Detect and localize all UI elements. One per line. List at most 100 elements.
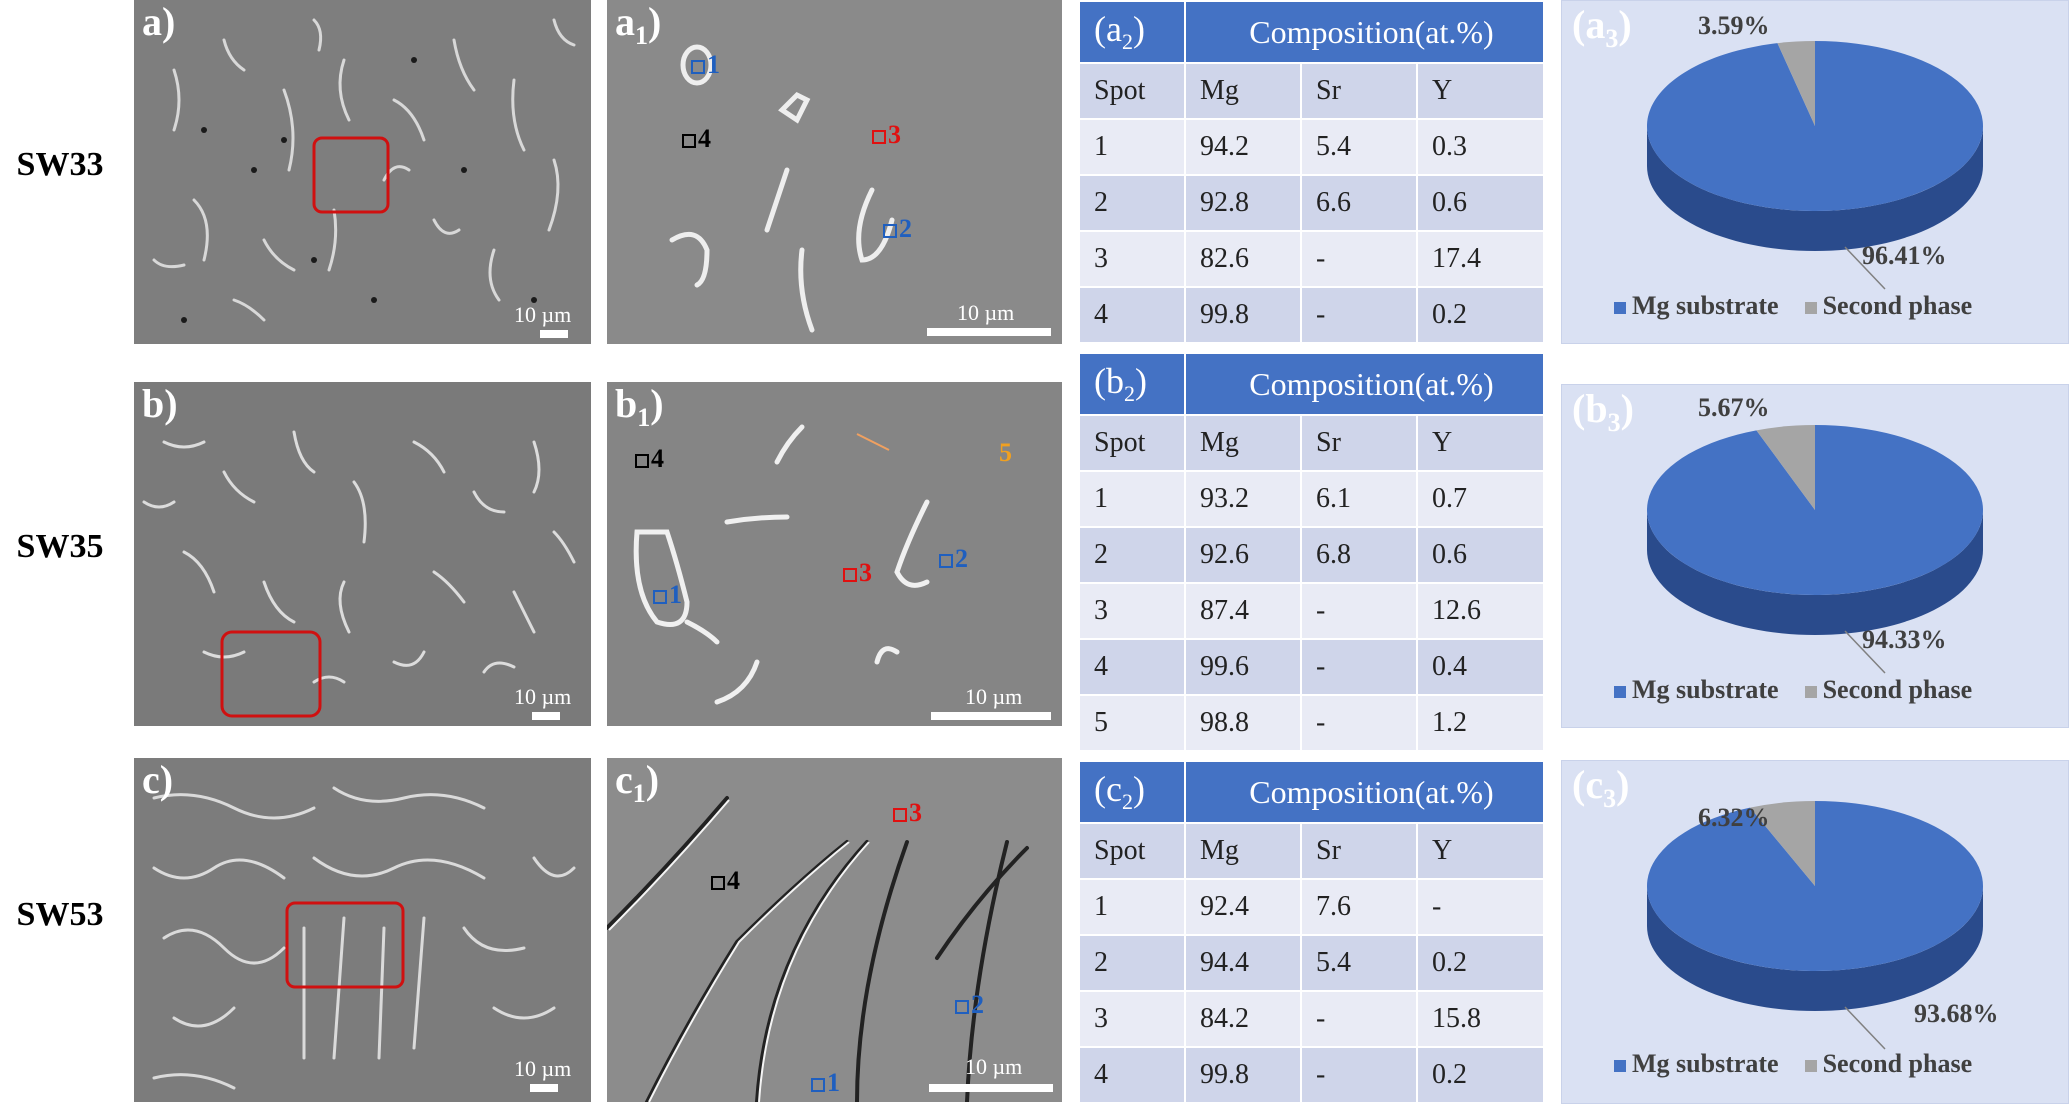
sem-microstructure-b [134, 382, 591, 726]
pie-side-wall [1647, 126, 1983, 251]
spot-b1-4: 4 [635, 444, 664, 474]
panel-label-c1: c1) [615, 758, 660, 808]
pie-pct-second-b3: 5.67% [1698, 393, 1770, 422]
table-cell: 6.6 [1301, 174, 1418, 231]
pie-pct-mg-a3: 96.41% [1862, 241, 1947, 270]
col-header: Sr [1301, 62, 1418, 119]
spot-b1-3: 3 [843, 558, 872, 588]
table-cell: 92.8 [1185, 174, 1302, 231]
table-header-c2: Composition(at.%) [1185, 760, 1545, 823]
table-cell: 12.6 [1417, 582, 1545, 639]
table-cell: - [1301, 286, 1418, 342]
col-header: Sr [1301, 822, 1418, 879]
table-cell: 92.4 [1185, 878, 1302, 935]
scale-bar-a1 [927, 328, 1051, 336]
legend-swatch-mg [1614, 302, 1626, 315]
col-header: Y [1417, 822, 1545, 879]
col-header: Sr [1301, 414, 1418, 471]
legend-swatch-mg [1614, 686, 1626, 699]
pie-slice-second-phase [1756, 425, 1815, 510]
pie-chart-c3 [1647, 801, 1983, 1050]
scale-bar-c [530, 1084, 558, 1092]
pie-pct-mg-c3: 93.68% [1914, 999, 1999, 1028]
scale-bar-b [532, 712, 560, 720]
table-cell: 92.6 [1185, 526, 1302, 583]
table-cell: 84.2 [1185, 990, 1302, 1047]
col-header: Mg [1185, 62, 1302, 119]
scale-bar-a [540, 330, 568, 338]
pie-label-c3: (c3) [1572, 762, 1630, 813]
pie-leader-line [1844, 630, 1886, 674]
table-cell: 0.3 [1417, 118, 1545, 175]
table-cell: 17.4 [1417, 230, 1545, 287]
table-cell: 98.8 [1185, 694, 1302, 750]
spot-b1-1: 1 [653, 580, 682, 610]
panel-label-b: b) [142, 382, 178, 426]
row-label-sw53: SW53 [16, 896, 104, 933]
pie-pct-second-a3: 3.59% [1698, 11, 1770, 40]
pie-slice-second-phase [1777, 41, 1815, 126]
table-label-c2: (c2) [1080, 760, 1186, 823]
pie-chart-b3 [1647, 425, 1983, 674]
table-cell: 7.6 [1301, 878, 1418, 935]
legend-swatch-mg [1614, 1060, 1626, 1073]
table-cell: 6.1 [1301, 470, 1418, 527]
table-cell: 5.4 [1301, 118, 1418, 175]
table-cell: 0.6 [1417, 174, 1545, 231]
table-cell: - [1301, 230, 1418, 287]
table-cell: 5 [1080, 694, 1186, 750]
table-cell: - [1301, 990, 1418, 1047]
table-cell: 0.4 [1417, 638, 1545, 695]
sem-zoom-microstructure-a1 [607, 0, 1062, 344]
spot-a1-3: 3 [872, 120, 901, 150]
sem-zoom-c1: c1) 3 4 2 1 10 µm [607, 758, 1062, 1102]
table-cell: 82.6 [1185, 230, 1302, 287]
table-cell: - [1417, 878, 1545, 935]
col-header: Spot [1080, 414, 1186, 471]
pie-label-a3: (a3) [1572, 2, 1632, 53]
table-cell: 99.6 [1185, 638, 1302, 695]
col-header: Y [1417, 62, 1545, 119]
sem-image-b: b) 10 µm [134, 382, 591, 726]
spot-b1-5: 5 [999, 438, 1012, 467]
table-cell: 2 [1080, 934, 1186, 991]
pie-pct-mg-b3: 94.33% [1862, 625, 1947, 654]
sem-microstructure-a [134, 0, 591, 344]
table-cell: 0.2 [1417, 1046, 1545, 1102]
table-cell: 6.8 [1301, 526, 1418, 583]
panel-label-b1: b1) [615, 382, 664, 432]
scale-bar-b1 [931, 712, 1051, 720]
spot-c1-1: 1 [811, 1068, 840, 1098]
table-cell: 4 [1080, 638, 1186, 695]
table-cell: 1.2 [1417, 694, 1545, 750]
table-cell: - [1301, 582, 1418, 639]
table-cell: 0.2 [1417, 286, 1545, 342]
table-cell: 2 [1080, 526, 1186, 583]
row-label-sw35: SW35 [16, 528, 104, 565]
col-header: Spot [1080, 62, 1186, 119]
table-cell: 94.2 [1185, 118, 1302, 175]
scale-bar-c1 [929, 1084, 1053, 1092]
scale-text-a: 10 µm [514, 302, 572, 327]
table-cell: 93.2 [1185, 470, 1302, 527]
table-cell: - [1301, 694, 1418, 750]
panel-label-a: a) [142, 0, 176, 44]
sem-image-c: c) 10 µm [134, 758, 591, 1102]
pie-leader-line [1844, 1006, 1886, 1050]
sem-zoom-a1: a1) 1 3 4 2 10 µm [607, 0, 1062, 344]
col-header: Y [1417, 414, 1545, 471]
pie-side-wall [1647, 886, 1983, 1011]
table-cell: 0.7 [1417, 470, 1545, 527]
table-cell: 99.8 [1185, 1046, 1302, 1102]
legend-swatch-second [1804, 302, 1817, 315]
sem-zoom-b1: b1) 4 5 1 3 2 10 µm [607, 382, 1062, 726]
table-cell: 94.4 [1185, 934, 1302, 991]
pie-label-b3: (b3) [1572, 386, 1634, 437]
pie-side-wall [1647, 510, 1983, 635]
scale-text-b1: 10 µm [965, 684, 1023, 709]
table-header-b2: Composition(at.%) [1185, 352, 1545, 415]
spot-b1-2: 2 [939, 544, 968, 574]
